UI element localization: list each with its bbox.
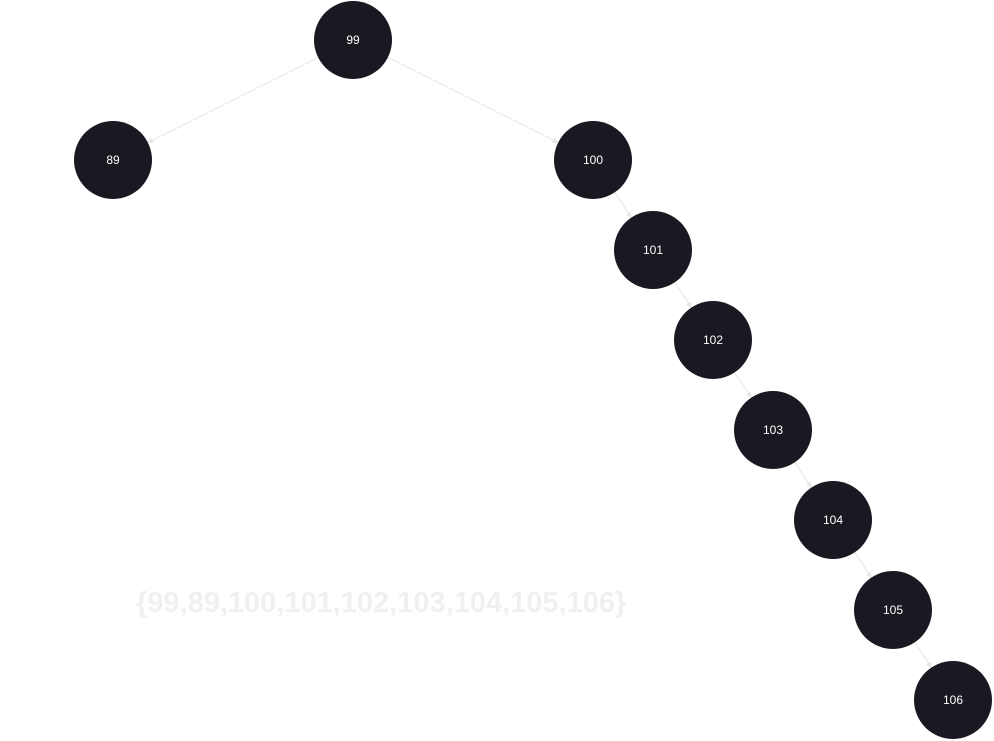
tree-node-101: 101 — [614, 211, 692, 289]
edge-104-105 — [854, 552, 872, 579]
tree-node-106: 106 — [914, 661, 992, 739]
edge-99-89 — [147, 56, 319, 144]
tree-node-100: 100 — [554, 121, 632, 199]
node-label: 89 — [106, 153, 120, 167]
node-label: 102 — [702, 333, 724, 347]
node-label: 104 — [822, 513, 844, 527]
node-label: 101 — [642, 243, 664, 257]
edge-100-101 — [614, 192, 632, 219]
edge-105-106 — [914, 642, 932, 669]
tree-node-105: 105 — [854, 571, 932, 649]
tree-node-103: 103 — [734, 391, 812, 469]
node-label: 99 — [346, 33, 360, 47]
edge-103-104 — [794, 462, 812, 489]
sequence-caption: {99,89,100,101,102,103,104,105,106} — [136, 587, 627, 619]
tree-node-104: 104 — [794, 481, 872, 559]
node-label: 100 — [582, 153, 604, 167]
edge-102-103 — [734, 372, 752, 399]
edge-101-102 — [674, 282, 692, 309]
tree-node-99: 99 — [314, 1, 392, 79]
edge-99-100 — [387, 56, 559, 144]
node-label: 103 — [762, 423, 784, 437]
node-label: 105 — [882, 603, 904, 617]
tree-node-89: 89 — [74, 121, 152, 199]
tree-node-102: 102 — [674, 301, 752, 379]
node-label: 106 — [942, 693, 964, 707]
